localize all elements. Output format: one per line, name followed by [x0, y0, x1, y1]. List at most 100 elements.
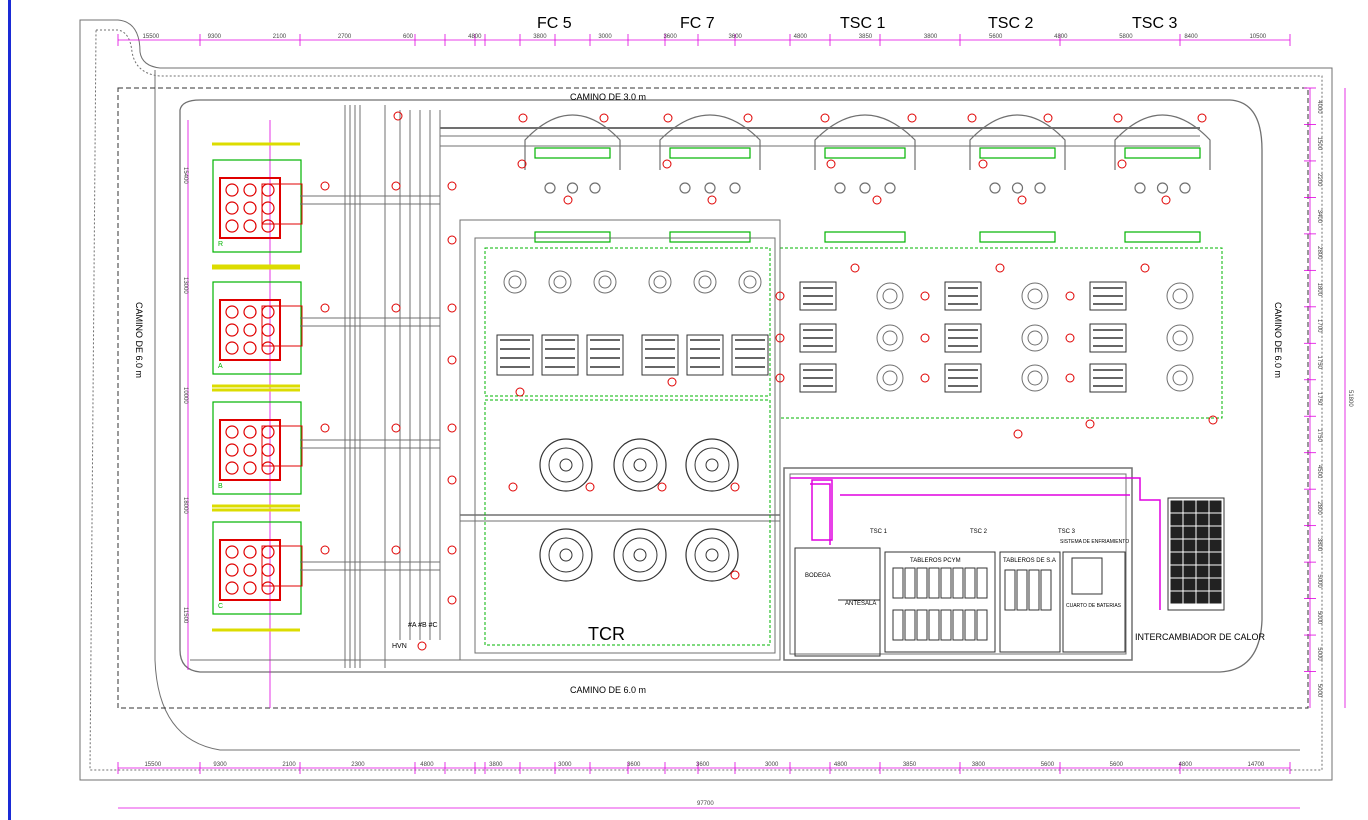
label-tsc3-small: TSC 3 [1058, 529, 1076, 535]
room-bodega: BODEGA [805, 573, 831, 579]
label-hvn: HVN [392, 643, 407, 650]
dimension-text: 3800 [972, 762, 986, 768]
dimension-text: 5000 [1316, 611, 1322, 625]
equipment-tag [447, 181, 457, 191]
switchgear-panel [952, 567, 964, 599]
capacitor-bank [686, 334, 724, 376]
heat-exchanger-fan [1170, 565, 1183, 578]
heat-exchanger-fan [1183, 552, 1196, 565]
transformer-radiator [261, 305, 275, 319]
tcr-reactor-inner [694, 447, 730, 483]
dimension-text: 2800 [1316, 246, 1322, 260]
fc-reactor [693, 270, 717, 294]
switchgear-panel [928, 567, 940, 599]
transformer-radiator [261, 563, 275, 577]
transformer-label: R [218, 241, 223, 248]
transformer-bushing [261, 545, 303, 587]
equipment-tag [447, 545, 457, 555]
dimension-text: 1500 [1316, 137, 1322, 151]
road-label-right: CAMINO DE 6.0 m [1273, 302, 1283, 378]
fence-areas [484, 247, 1223, 646]
equipment-tag [518, 113, 528, 123]
bus-bars [190, 105, 1200, 668]
transformer-radiator [243, 563, 257, 577]
tsc-capacitor [799, 363, 837, 393]
equipment-tag [417, 641, 427, 651]
control-building [794, 547, 1126, 657]
transformer-radiator [225, 461, 239, 475]
equipment-tag [967, 113, 977, 123]
fc-reactor-core [508, 275, 522, 289]
dimension-text: 4800 [794, 34, 808, 40]
tcr-reactor-inner [622, 537, 658, 573]
room-tableros-pcym: TABLEROS PCYM [910, 558, 961, 564]
feeder-arch [969, 114, 1066, 170]
equipment-tag [667, 377, 677, 387]
equipment-tag [920, 333, 930, 343]
equipment-tag [1065, 333, 1075, 343]
dimension-text: 3000 [598, 34, 612, 40]
switchgear-panel [952, 609, 964, 641]
dimension-text: 4800 [1054, 34, 1068, 40]
tcr-reactor [685, 528, 739, 582]
transformer-radiator [261, 219, 275, 233]
insulator [704, 182, 716, 194]
heat-exchanger-fan [1196, 513, 1209, 526]
heat-exchanger-fan [1183, 526, 1196, 539]
heat-exchanger-fan [1196, 539, 1209, 552]
feeder-arch [1114, 114, 1211, 170]
heat-exchanger-fan [1209, 526, 1222, 539]
transformer-pad [212, 281, 302, 375]
insulator [1179, 182, 1191, 194]
tcr-reactor [539, 438, 593, 492]
tsc-reactor-core [882, 330, 898, 346]
fc-reactor-core [743, 275, 757, 289]
transformer-label: B [218, 483, 223, 490]
equipment-tag [1117, 159, 1127, 169]
transformer-label: A [218, 363, 223, 370]
transformer-radiator [225, 425, 239, 439]
heat-exchanger-fan [1170, 500, 1183, 513]
dimension-text: 3800 [924, 34, 938, 40]
dimension-text: 1750 [1316, 392, 1322, 406]
bay-breaker [534, 231, 611, 243]
equipment-tag [1113, 113, 1123, 123]
dimension-text: 4800 [834, 762, 848, 768]
equipment-tag [775, 291, 785, 301]
transformer-radiator [261, 581, 275, 595]
dimension-text: 9300 [213, 762, 227, 768]
heat-exchanger-fan [1209, 513, 1222, 526]
tcr-reactor [685, 438, 739, 492]
feeder-switch [824, 147, 906, 159]
fc-reactor [548, 270, 572, 294]
equipment-tag [1043, 113, 1053, 123]
dimension-text: 2100 [273, 34, 287, 40]
capacitor-bank [541, 334, 579, 376]
dimension-text: 1800 [1316, 283, 1322, 297]
dimension-text: 3850 [903, 762, 917, 768]
feeder-switch [979, 147, 1056, 159]
dimension-text: 15400 [182, 167, 188, 184]
tsc-reactor [1021, 282, 1049, 310]
tsc-reactor [1166, 282, 1194, 310]
tcr-reactor-core [633, 458, 647, 472]
drawing-border-line [8, 0, 11, 820]
equipment-tag [391, 303, 401, 313]
tsc-capacitor [1089, 281, 1127, 311]
heat-exchanger-fan [1196, 552, 1209, 565]
transformer-radiator [225, 219, 239, 233]
dimension-text: 10500 [1249, 34, 1266, 40]
dimension-text: 5000 [1316, 684, 1322, 698]
dimension-total: 97700 [697, 801, 714, 807]
equipment-tag [1140, 263, 1150, 273]
tsc-reactor-core [1172, 370, 1188, 386]
fc-reactor-core [653, 275, 667, 289]
equipment-tag [662, 159, 672, 169]
dimension-text: 14700 [1248, 762, 1265, 768]
dimension-text: 3800 [489, 762, 503, 768]
heat-exchanger-fan [1196, 565, 1209, 578]
transformer-radiator [243, 461, 257, 475]
dimension-text: 2300 [351, 762, 365, 768]
tsc-equipment [799, 281, 1194, 393]
switchgear-panel [904, 567, 916, 599]
